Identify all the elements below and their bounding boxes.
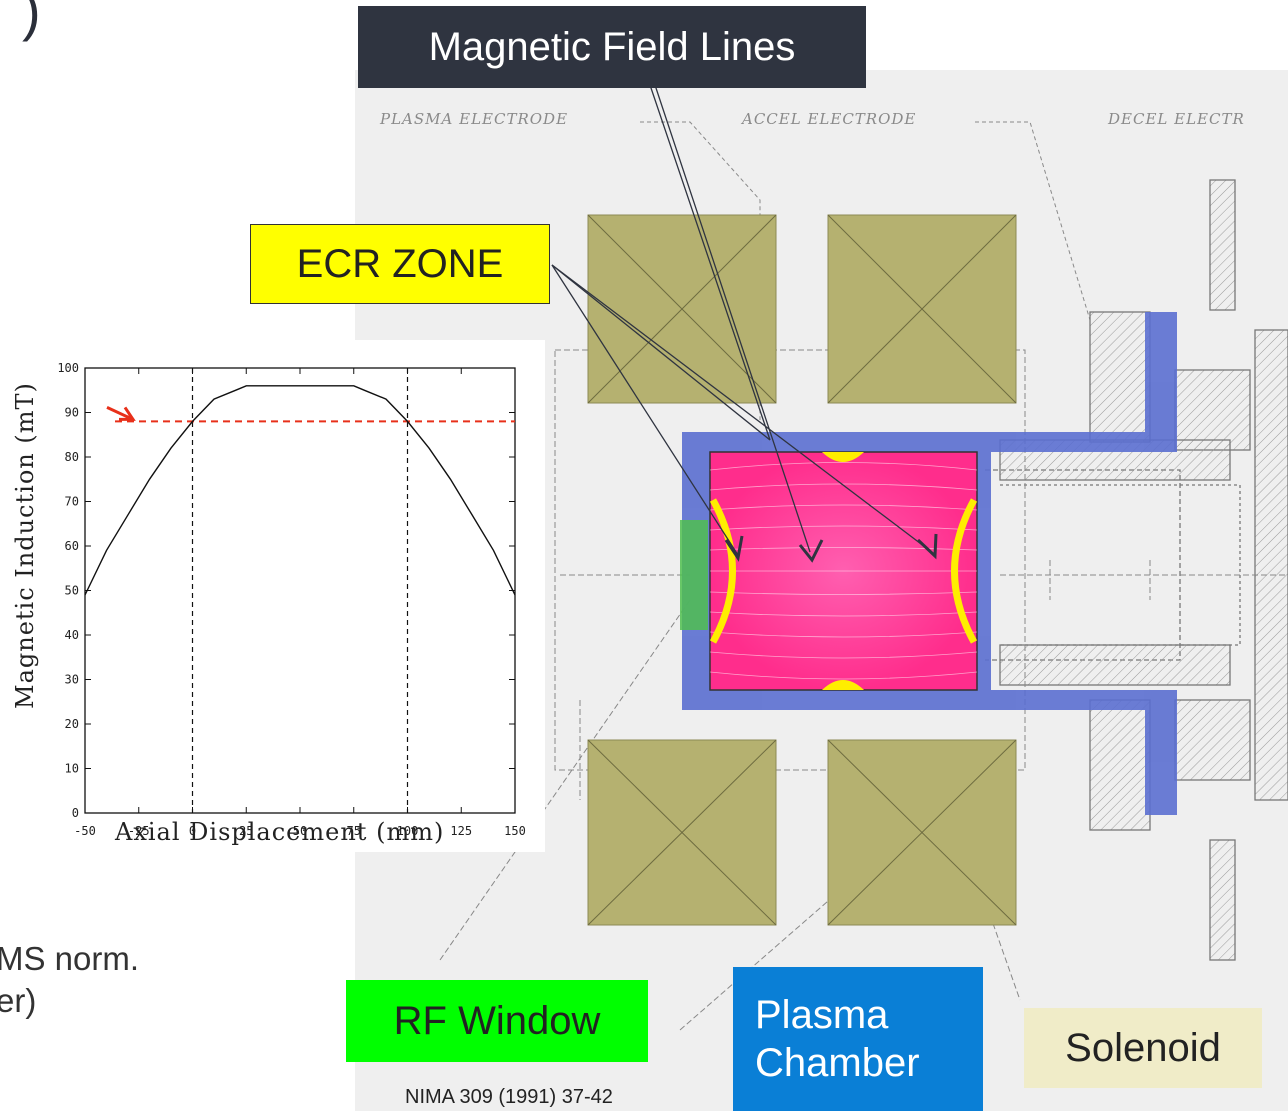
ecr-zone-text: ECR ZONE [296,241,504,286]
y-tick-label: 90 [65,406,79,420]
slide-title-fragment: ) [22,0,41,42]
field-profile-chart-panel [0,340,545,852]
x-tick-label: 75 [347,824,361,838]
slide-body-line-1: MS norm. [0,940,140,977]
x-tick-label: -50 [74,824,96,838]
callout-arrows [551,84,934,556]
chart-y-axis-label: Magnetic Induction (mT) [11,382,39,709]
x-tick-label: 50 [293,824,307,838]
y-tick-label: 80 [65,450,79,464]
rf-window-element [680,520,708,630]
slide-body-line-2: er) [0,982,37,1019]
field-profile-chart: 0 10 20 30 40 50 60 70 80 90 100 -50 -25 0 25 50 75 100 12… [57,361,526,838]
ecr-surfaces [709,498,978,644]
plasma-chamber-text-line2: Chamber [755,1041,920,1085]
coil-top-left [587,214,777,404]
decel-electrode-label: DECEL ELECTR [1108,110,1245,128]
y-tick-label: 100 [57,361,79,375]
chart-x-axis-label: Axial Displacement (mm) [115,818,445,846]
plasma-chamber-text-line1: Plasma [755,993,889,1037]
plot-area-frame [84,367,516,814]
y-tick-label: 60 [65,539,79,553]
y-tick-label: 0 [72,806,79,820]
magnetic-field-lines-text: Magnetic Field Lines [428,24,796,69]
arrow-heads [724,533,938,563]
y-tick-label: 70 [65,495,79,509]
electrode-structures [985,179,1288,961]
y-tick-label: 40 [65,628,79,642]
x-tick-label: 125 [450,824,472,838]
field-lines [709,462,978,680]
x-tick-label: -25 [128,824,150,838]
threshold-arrow [106,406,136,421]
magnetic-field-lines-label: Magnetic Field Lines [358,6,866,88]
plasma-electrode-label: PLASMA ELECTRODE [380,110,569,128]
y-tick-label: 50 [65,584,79,598]
y-tick-label: 30 [65,673,79,687]
y-tick-label: 10 [65,762,79,776]
accel-electrode-label: ACCEL ELECTRODE [742,110,917,128]
citation: NIMA 309 (1991) 37-42 [405,1086,613,1108]
x-tick-label: 100 [397,824,419,838]
x-tick-label: 25 [239,824,253,838]
slide-body-text: MS norm. er) [0,938,139,1022]
solenoid-text: Solenoid [1065,1025,1221,1070]
rf-window-text: RF Window [393,998,601,1043]
coil-top-right [827,214,1017,404]
plasma-volume [709,451,978,691]
solenoid-coils [587,214,1017,926]
rf-window-label: RF Window [346,980,648,1062]
x-tick-label: 150 [504,824,526,838]
y-tick-label: 20 [65,717,79,731]
electrode-leader-lines [640,121,1091,420]
coil-bottom-left [587,739,777,926]
solenoid-label: Solenoid [1024,1008,1262,1088]
ecr-zone-label: ECR ZONE [250,224,550,304]
ecr-caps [822,452,864,690]
plasma-chamber-label: Plasma Chamber [733,967,983,1111]
x-tick-label: 0 [189,824,196,838]
field-profile-series-line [84,385,516,596]
coil-bottom-right [827,739,1017,926]
